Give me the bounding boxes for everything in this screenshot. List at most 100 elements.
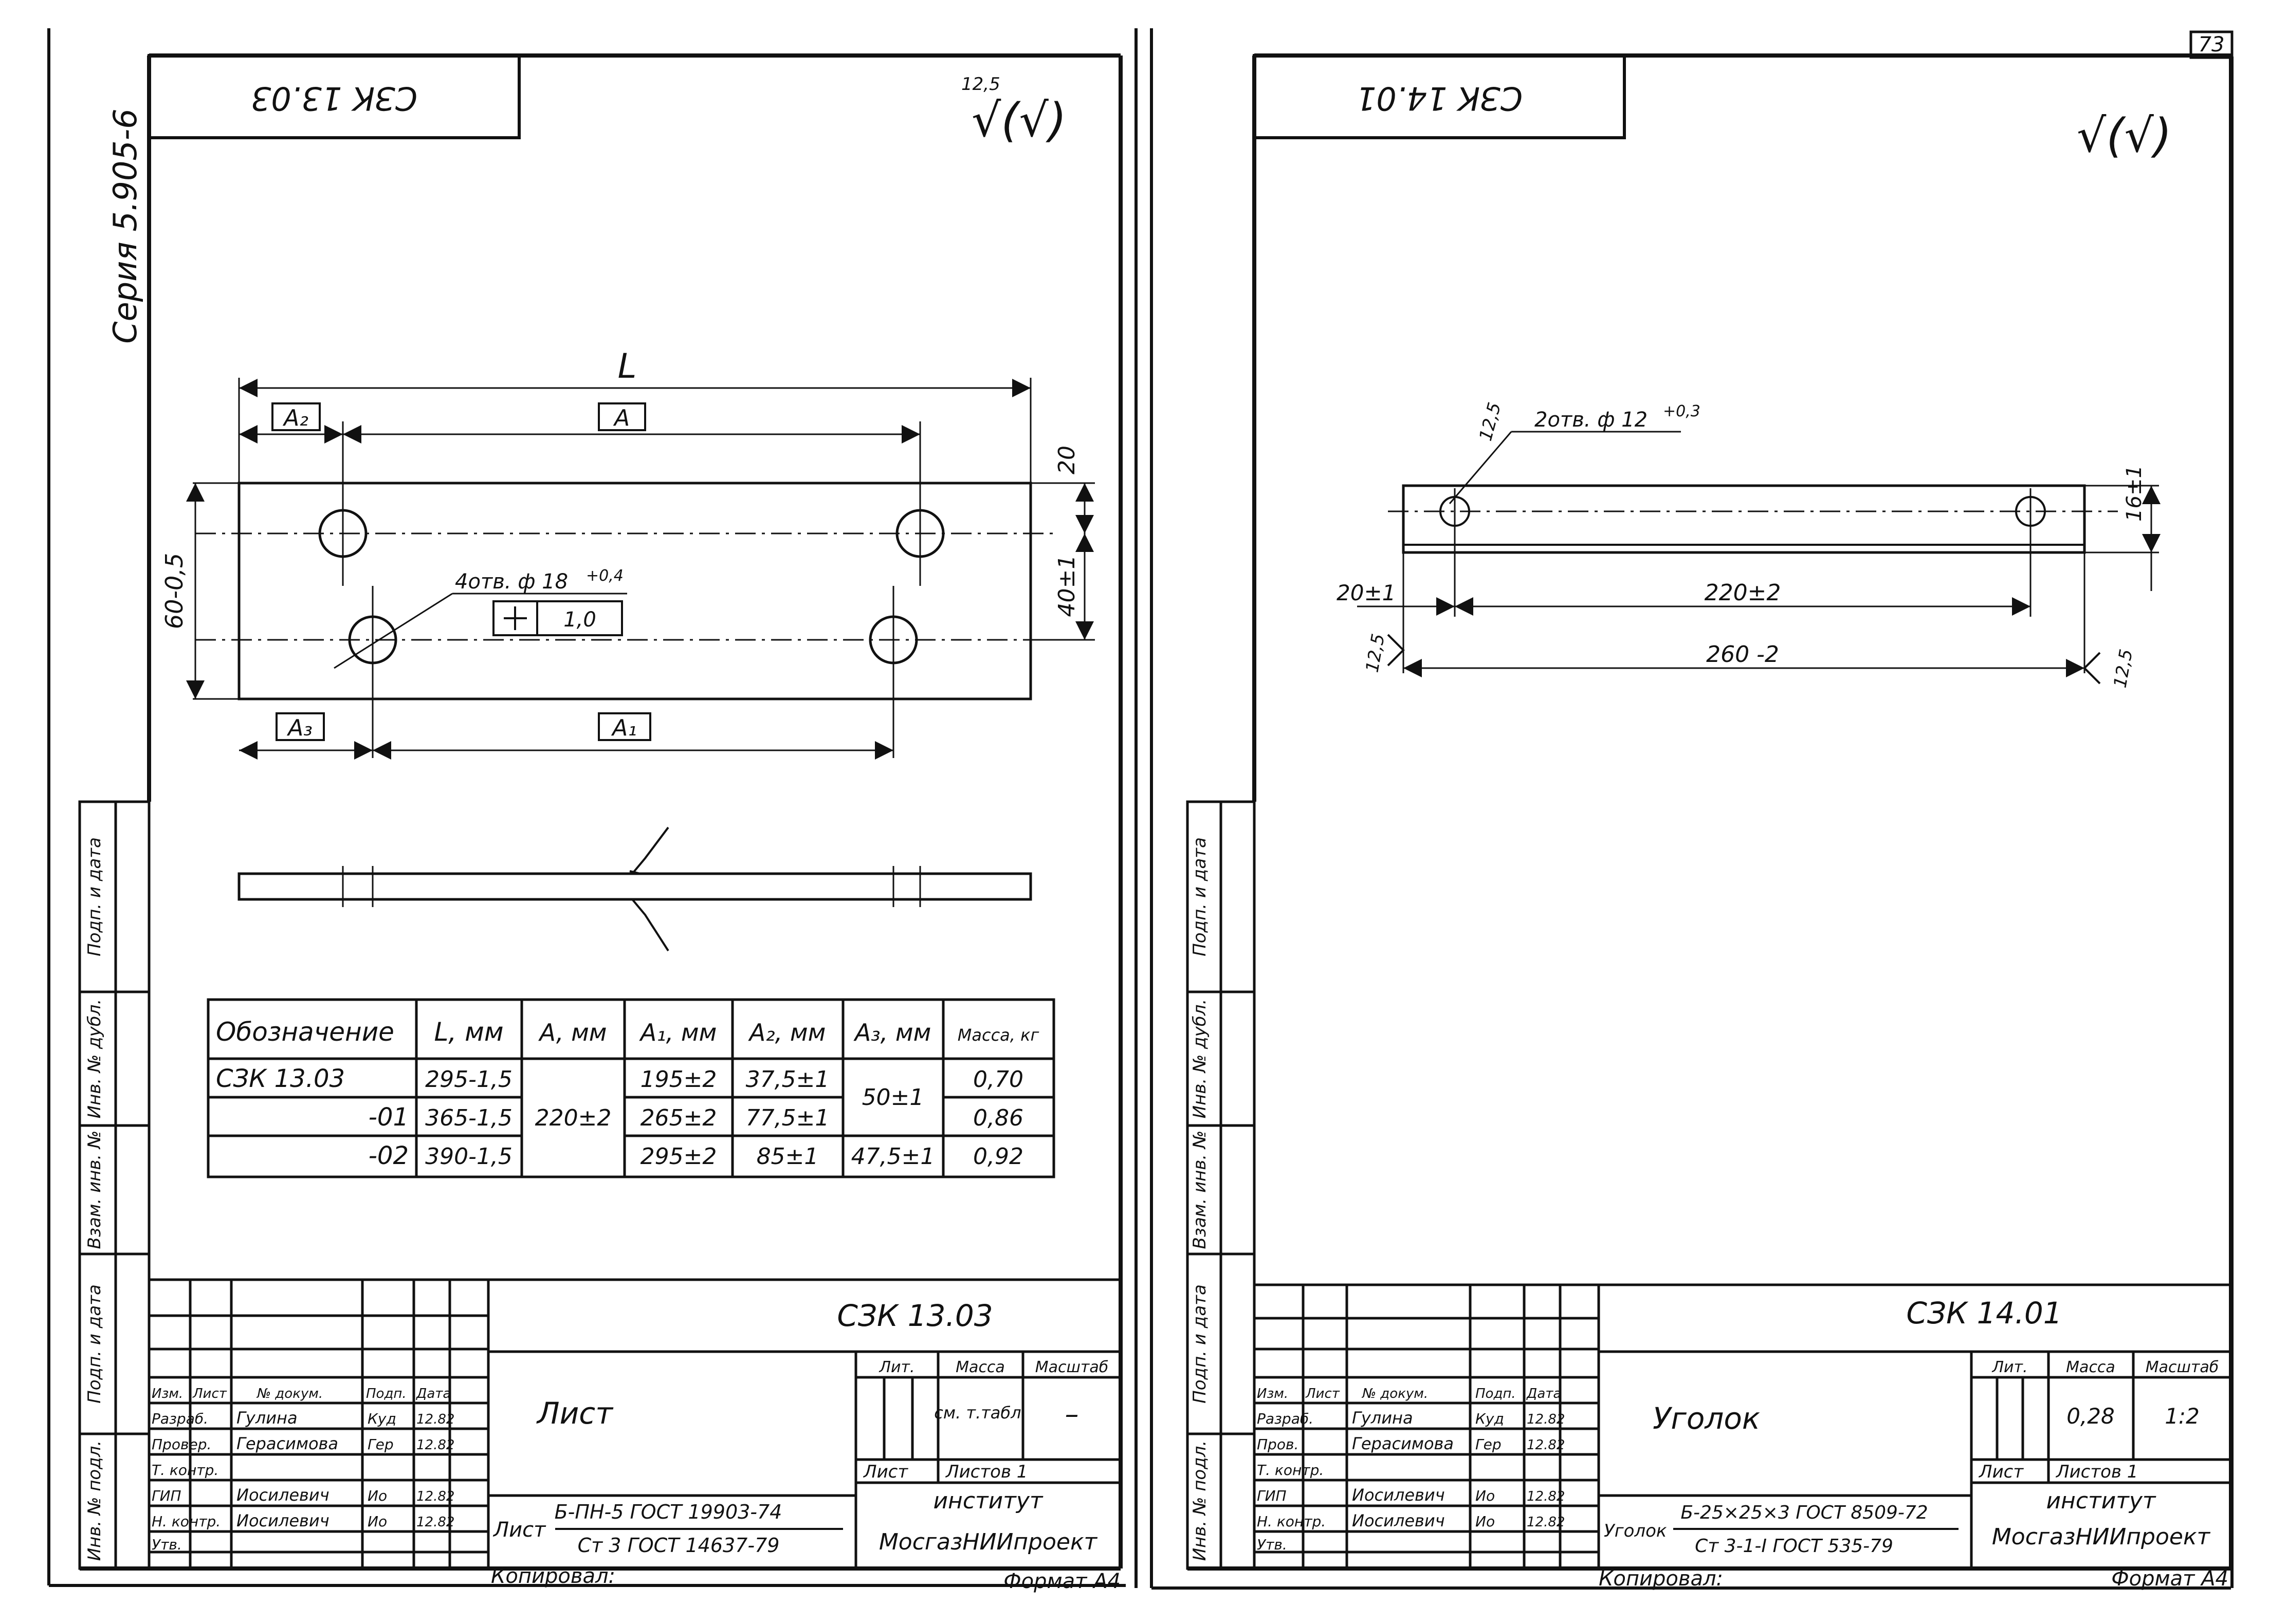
left-tb-h-doc: № докум. [256,1386,323,1401]
td-r3-designation: -02 [369,1141,409,1170]
left-tb-scale: Масштаб [1035,1358,1109,1376]
left-outer-frame [47,28,1138,1588]
right-tb-sign-5: Ио [1475,1513,1495,1530]
left-tb-org2: МосгазНИИпроект [879,1529,1098,1555]
left-tb-org1: институт [933,1488,1043,1514]
right-side-label-1: Подп. и дата [1190,837,1210,956]
angle-roughness-1: 12,5 [1475,400,1505,443]
angle-dim-16: 16±1 [2122,465,2146,522]
right-tb-person-5: Иосилевич [1352,1511,1445,1530]
left-roughness-value: 12,5 [961,74,1000,95]
td-r3-mass: 0,92 [973,1143,1023,1170]
left-stamp-code: СЗК 13.03 [251,80,417,117]
left-tb-sign-1: Куд [368,1410,396,1427]
th-mass: Масса, кг [958,1025,1039,1045]
right-stamp-box: СЗК 14.01 [1253,54,1626,139]
td-r2-mass: 0,86 [973,1105,1023,1131]
right-tb-date-2: 12.82 [1527,1437,1565,1453]
left-tb-h-date: Дата [416,1386,451,1401]
angle-roughness-3: 12,5 [2110,648,2137,689]
plate-side-view [237,826,1032,952]
right-outer-frame [1150,28,2234,1590]
td-A-merged: 220±2 [535,1105,612,1131]
th-A3: A₃, мм [853,1019,931,1046]
plate-dimensions: L A₂ A A₃ A₁ 60-0,5 20 40±1 [160,346,1095,760]
td-r3-A2: 85±1 [757,1143,819,1170]
left-tb-scale-value: – [1065,1398,1079,1430]
right-side-label-4: Подп. и дата [1190,1284,1210,1404]
left-tb-sheets: Листов 1 [945,1462,1028,1482]
left-tb-h-list: Лист [192,1386,227,1401]
right-side-strip: Подп. и дата Инв. № дубл. Взам. инв. № П… [1186,800,1256,1570]
left-tb-sheet: Лист [863,1462,908,1482]
left-tb-lit: Лит. [879,1358,914,1376]
angle-dim-20: 20±1 [1337,580,1396,605]
right-tb-material-bottom: Ст 3-1-I ГОСТ 535-79 [1695,1536,1893,1557]
left-side-label-3: Взам. инв. № [84,1131,105,1249]
left-tb-role-2: Провер. [152,1436,211,1453]
right-tb-h-list: Лист [1305,1386,1340,1401]
left-tb-mass-value: см. т.табл. [934,1403,1027,1423]
left-tb-date-4: 12.82 [416,1489,454,1504]
left-tb-material-prefix: Лист [492,1518,546,1542]
right-format: Формат А4 [2111,1567,2228,1591]
right-tb-person-2: Герасимова [1352,1434,1454,1453]
angle-holes-label: 2отв. ф 12 [1534,408,1648,432]
right-title-block: СЗК 14.01 Уголок Лит. Масса Масштаб 0,28… [1254,1283,2231,1568]
angle-dim-260: 260 -2 [1706,641,1779,668]
right-stamp-code: СЗК 14.01 [1356,80,1523,117]
right-tb-date-4: 12.82 [1527,1489,1565,1504]
angle-dim-220: 220±2 [1705,580,1781,606]
left-side-label-2: Инв. № дубл. [84,999,105,1119]
right-tb-person-4: Иосилевич [1352,1485,1445,1505]
right-tb-mass: Масса [2066,1358,2115,1376]
right-tb-material-prefix: Уголок [1604,1521,1667,1541]
right-tb-material-top: Б-25×25×3 ГОСТ 8509-72 [1680,1502,1928,1523]
right-tb-date-1: 12.82 [1527,1412,1565,1427]
dim-L: L [618,346,637,386]
left-tb-person-1: Гулина [236,1408,298,1428]
td-r1-A1: 195±2 [641,1066,717,1093]
td-r2-A1: 265±2 [641,1105,717,1131]
left-tb-sign-2: Гер [368,1436,394,1453]
right-tb-role-1: Разраб. [1257,1410,1313,1427]
left-tb-person-4: Иосилевич [236,1485,330,1505]
td-A3-merged: 50±1 [862,1084,924,1111]
right-tb-role-3: Т. контр. [1257,1462,1324,1479]
left-tb-role-1: Разраб. [152,1410,208,1427]
right-tb-lit: Лит. [1991,1358,2027,1376]
td-r1-L: 295-1,5 [425,1066,513,1093]
right-tb-role-6: Утв. [1257,1536,1287,1553]
left-tb-material-bottom: Ст 3 ГОСТ 14637-79 [578,1534,780,1557]
left-side-label-1: Подп. и дата [84,837,105,956]
right-tb-org1: институт [2046,1488,2156,1514]
angle-holes-tolerance: +0,3 [1663,402,1700,420]
left-tb-material-top: Б-ПН-5 ГОСТ 19903-74 [555,1501,782,1523]
page-number: 73 [2199,33,2225,57]
td-r1-mass: 0,70 [973,1066,1023,1093]
th-A: A, мм [538,1019,607,1046]
right-tb-h-doc: № докум. [1361,1386,1428,1401]
right-tb-scale: Масштаб [2146,1358,2219,1376]
td-r3-A1: 295±2 [641,1143,717,1170]
series-label: Серия 5.905-6 [106,108,144,343]
td-r1-A2: 37,5±1 [746,1066,830,1093]
dim-A3: A₃ [286,715,313,741]
th-A2: A₂, мм [748,1019,826,1046]
left-tb-name: Лист [536,1396,614,1431]
td-r2-A2: 77,5±1 [746,1105,830,1131]
right-tb-person-1: Гулина [1352,1408,1413,1428]
angle-roughness-2: 12,5 [1362,632,1389,674]
right-tb-h-date: Дата [1526,1386,1561,1401]
right-copied: Копировал: [1599,1567,1723,1591]
right-tb-h-izm: Изм. [1257,1386,1288,1401]
left-tb-date-5: 12.82 [416,1515,454,1530]
left-copied: Копировал: [491,1564,615,1588]
right-tb-role-2: Пров. [1257,1436,1298,1453]
th-designation: Обозначение [216,1017,394,1047]
left-format: Формат А4 [1003,1570,1121,1593]
left-tb-mass: Масса [956,1358,1005,1376]
right-tb-role-5: Н. контр. [1257,1513,1326,1530]
td-r3-L: 390-1,5 [425,1143,513,1170]
right-tb-sign-4: Ио [1475,1487,1495,1504]
